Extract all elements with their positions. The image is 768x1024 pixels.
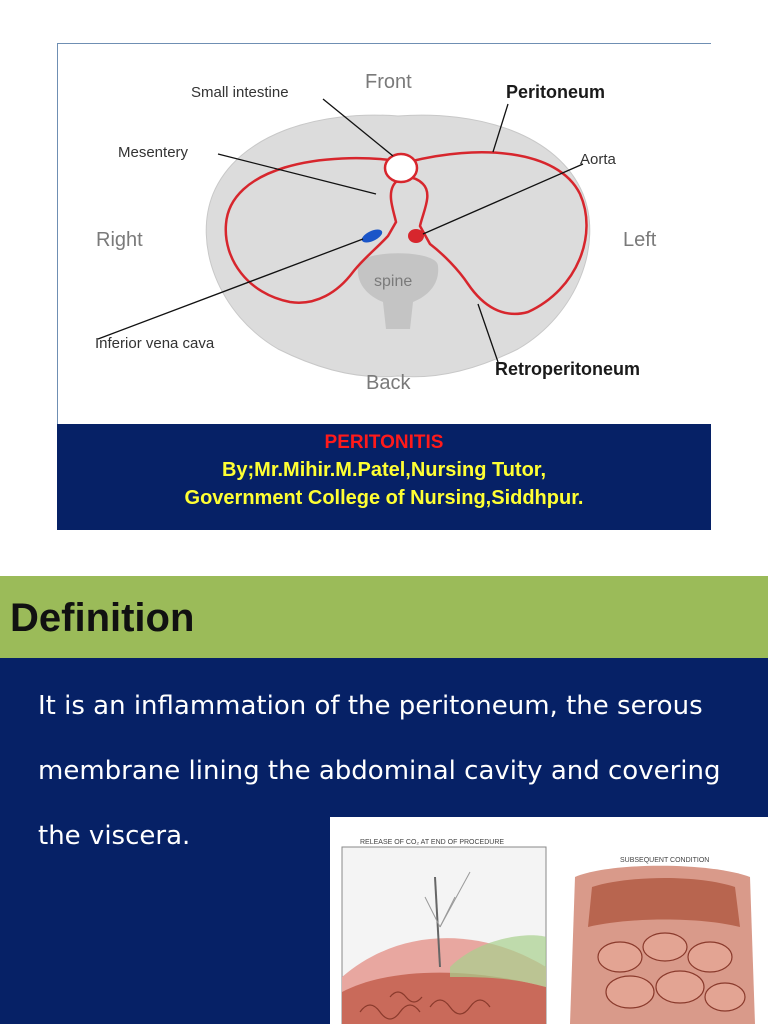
definition-heading: Definition	[10, 596, 195, 640]
laparoscopy-illustration: RELEASE OF CO₂ AT END OF PROCEDURE SUBSE…	[330, 817, 768, 1024]
gas-arrows	[424, 871, 471, 928]
intestine-mass-left	[342, 972, 546, 1024]
liver-region	[588, 878, 740, 927]
slide-title-text: PERITONITIS	[324, 432, 444, 453]
slide-definition: Definition It is an inflammation of the …	[0, 576, 768, 1024]
label-right: Right	[96, 229, 143, 251]
label-front: Front	[365, 71, 412, 93]
watermark-shape	[450, 935, 546, 987]
heading-bar: Definition	[0, 576, 768, 658]
intestine-coils-right	[597, 932, 746, 1012]
right-panel-caption: SUBSEQUENT CONDITION	[620, 857, 709, 864]
left-panel-caption: RELEASE OF CO₂ AT END OF PROCEDURE	[360, 839, 504, 846]
cross-section-svg: Front Back Right Left spine Small intest…	[95, 71, 657, 394]
peritoneum-cross-section-diagram: Front Back Right Left spine Small intest…	[57, 43, 711, 425]
small-intestine-loop	[383, 152, 419, 184]
vena-cava-vessel	[361, 229, 383, 243]
intestine-coils-left	[359, 991, 491, 1020]
body-outline	[205, 114, 591, 378]
definition-text: It is an inflammation of the peritoneum,…	[38, 691, 721, 851]
spine-shape	[357, 253, 439, 329]
label-aorta: Aorta	[580, 151, 617, 168]
label-peritoneum: Peritoneum	[506, 82, 605, 102]
author-text: By;Mr.Mihir.M.Patel,Nursing Tutor,	[221, 459, 547, 481]
label-mesentery: Mesentery	[118, 144, 189, 161]
institution-text: Government College of Nursing,Siddhpur.	[184, 487, 584, 509]
label-inferior-vena-cava: Inferior vena cava	[95, 335, 215, 352]
label-retroperitoneum: Retroperitoneum	[495, 359, 640, 379]
title-banner: PERITONITIS By;Mr.Mihir.M.Patel,Nursing …	[57, 424, 711, 530]
illustration-svg: RELEASE OF CO₂ AT END OF PROCEDURE SUBSE…	[341, 839, 755, 1024]
label-back: Back	[366, 372, 411, 394]
label-left: Left	[623, 229, 657, 251]
aorta-vessel	[408, 229, 424, 243]
label-spine: spine	[374, 273, 412, 290]
slide-title: Front Back Right Left spine Small intest…	[57, 43, 711, 530]
label-small-intestine: Small intestine	[191, 84, 289, 101]
leader-lines	[97, 98, 584, 363]
